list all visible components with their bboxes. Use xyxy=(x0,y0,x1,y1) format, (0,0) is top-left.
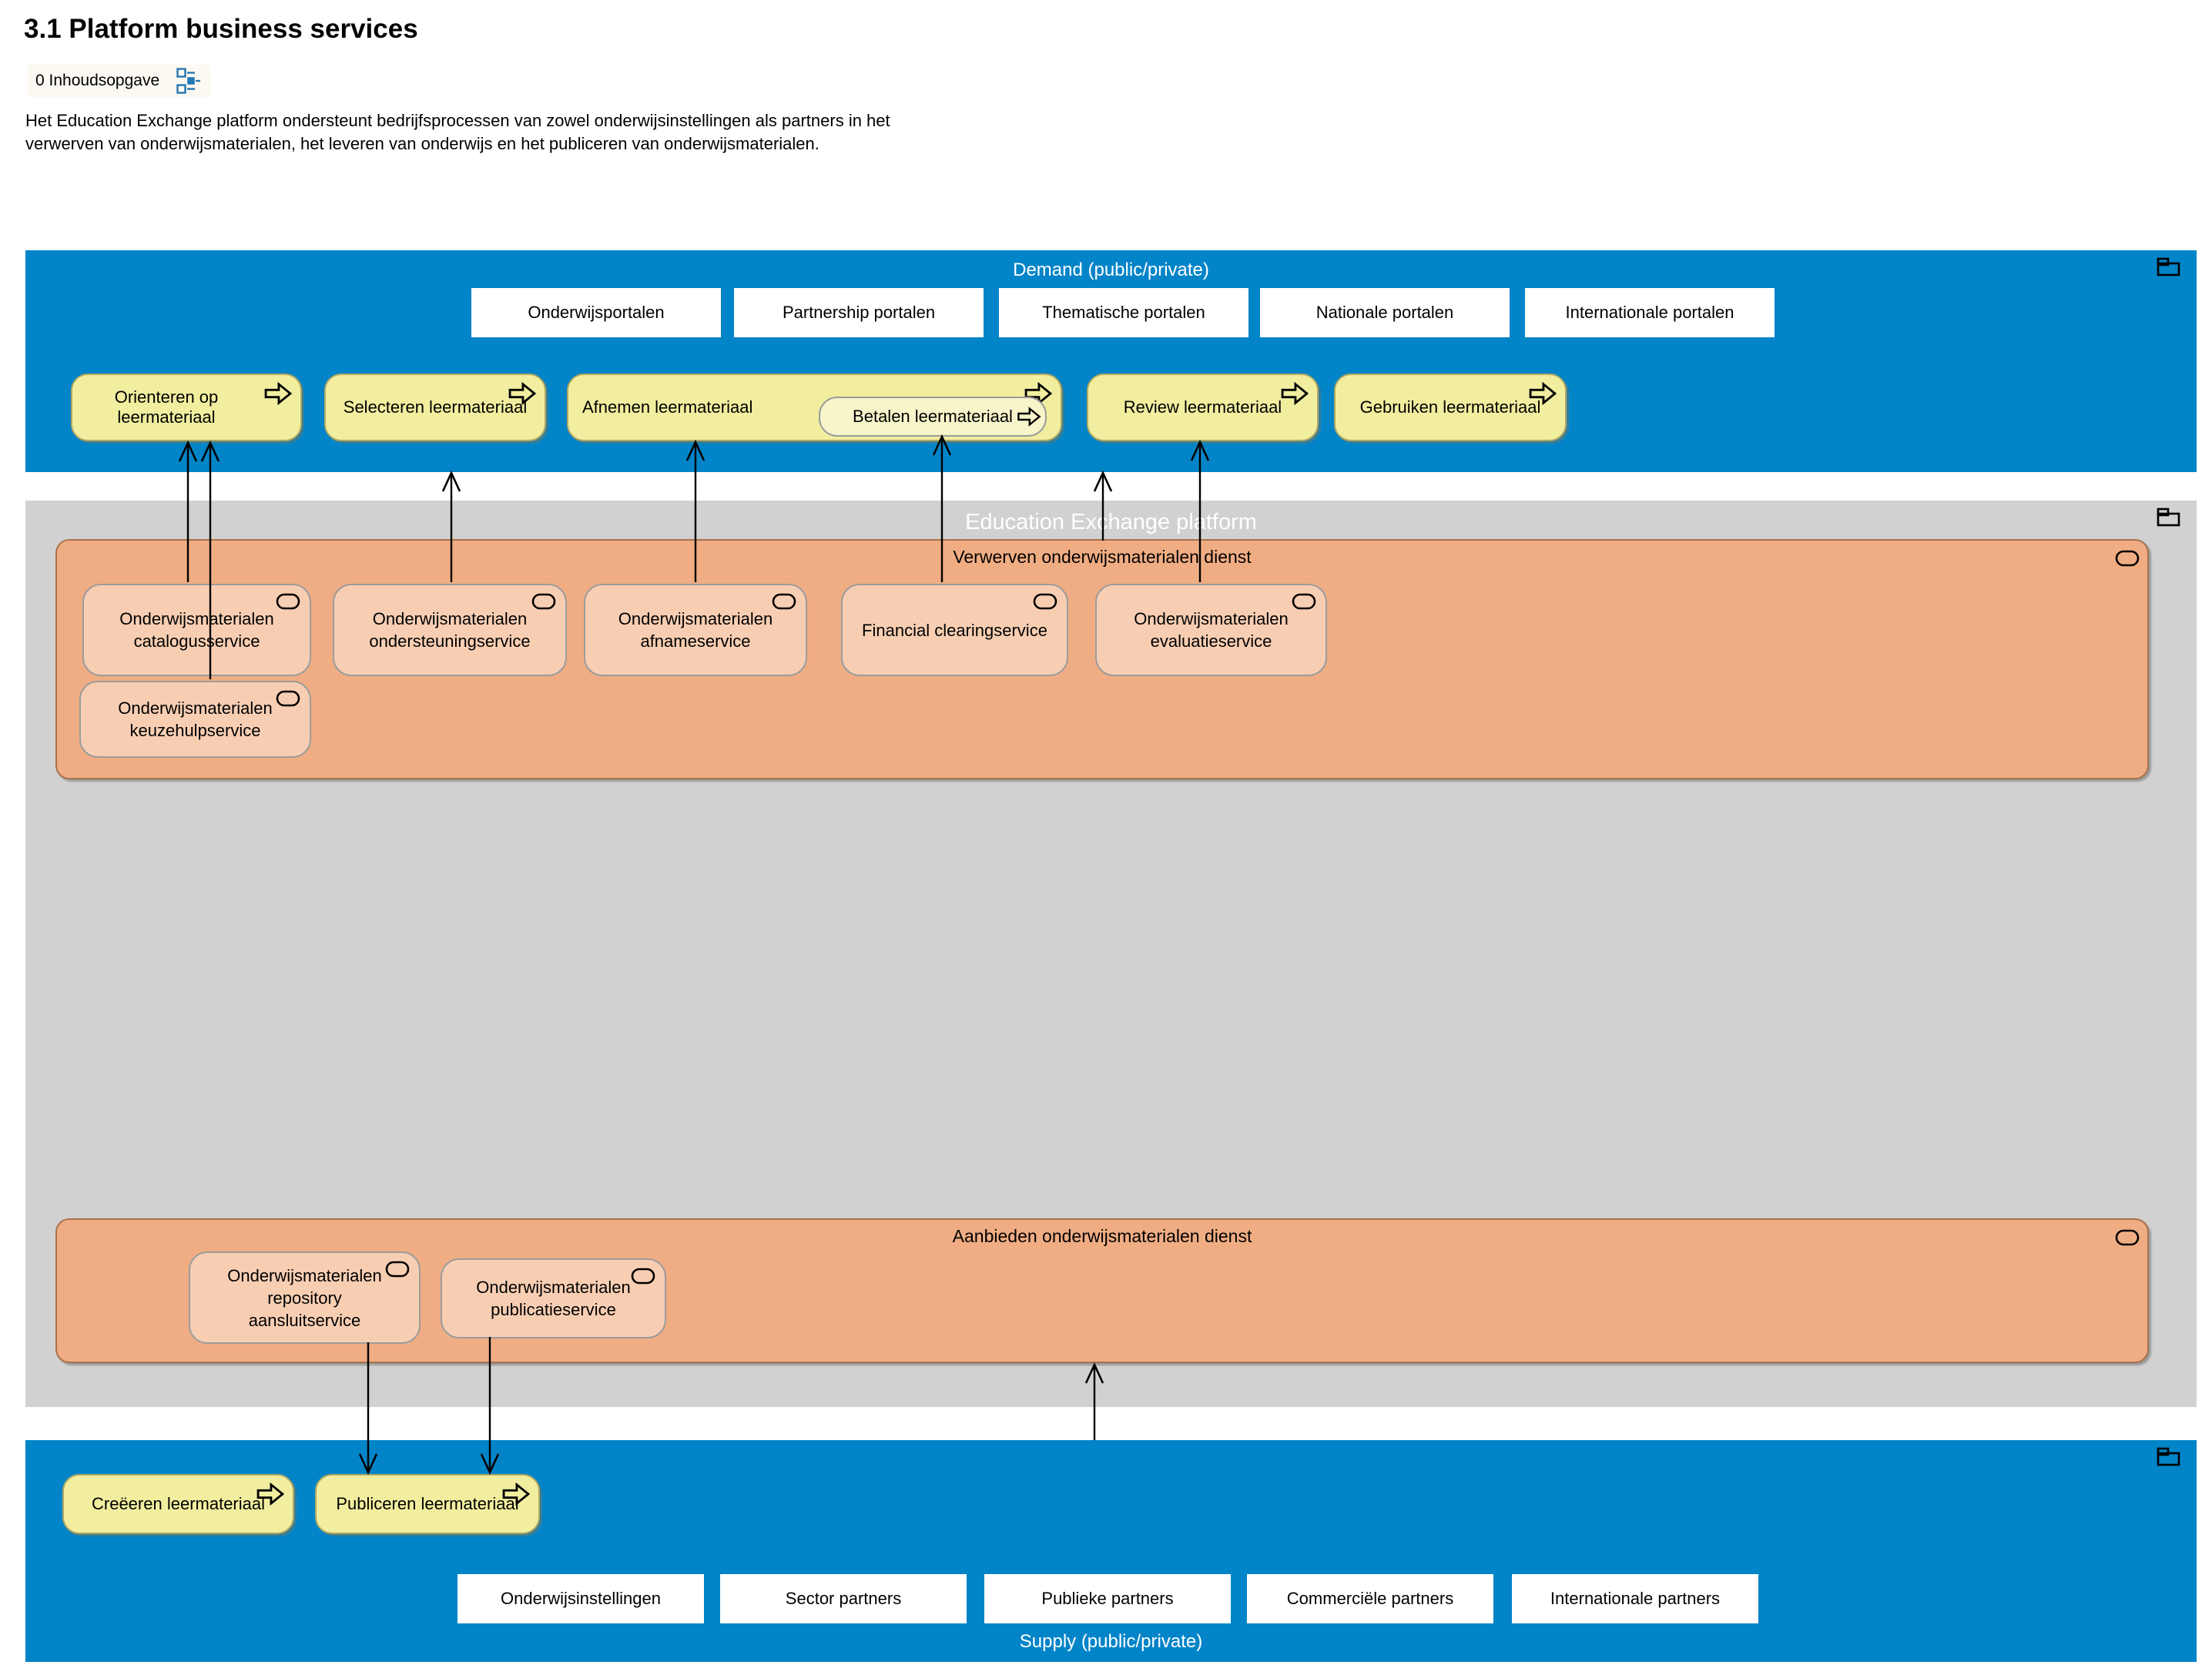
process-arrow-icon xyxy=(1529,382,1557,405)
grouping-folder-icon xyxy=(2157,508,2180,527)
portal-onderwijsportalen[interactable]: Onderwijsportalen xyxy=(471,288,721,337)
service-icon xyxy=(2115,550,2140,567)
toc-row: 0 Inhoudsopgave xyxy=(28,65,211,97)
process-arrow-icon xyxy=(1017,407,1041,427)
partner-publieke-partners[interactable]: Publieke partners xyxy=(984,1574,1231,1623)
partner-onderwijsinstellingen[interactable]: Onderwijsinstellingen xyxy=(457,1574,704,1623)
portal-nationale-portalen[interactable]: Nationale portalen xyxy=(1260,288,1510,337)
service-onderwijsmaterialen-keuzehulpservice[interactable]: Onderwijsmaterialen keuzehulpservice xyxy=(79,681,311,758)
supply-band-title: Supply (public/private) xyxy=(1019,1631,1203,1652)
connector-arrowhead xyxy=(441,470,461,492)
supply-band[interactable]: Creëeren leermateriaal Publiceren leerma… xyxy=(25,1440,2197,1662)
process-arrow-icon xyxy=(256,1482,285,1506)
page-title: 3.1 Platform business services xyxy=(24,14,418,44)
service-onderwijsmaterialen-catalogusservice[interactable]: Onderwijsmaterialen catalogusservice xyxy=(82,584,311,676)
toc-tree-icon[interactable] xyxy=(176,68,203,94)
group-aanbieden-onderwijsmaterialen-dienst[interactable]: Aanbieden onderwijsmaterialen dienst Ond… xyxy=(55,1218,2149,1363)
portal-thematische-portalen[interactable]: Thematische portalen xyxy=(999,288,1248,337)
service-icon xyxy=(276,593,300,610)
portal-internationale-portalen[interactable]: Internationale portalen xyxy=(1525,288,1775,337)
process-arrow-icon xyxy=(502,1482,531,1506)
grouping-folder-icon xyxy=(2157,1447,2180,1466)
process-arrow-icon xyxy=(1281,382,1309,405)
process-review-leermateriaal[interactable]: Review leermateriaal xyxy=(1087,374,1319,441)
aanbieden-group-title: Aanbieden onderwijsmaterialen dienst xyxy=(952,1226,1252,1246)
toc-link[interactable]: 0 Inhoudsopgave xyxy=(35,72,160,89)
service-icon xyxy=(531,593,556,610)
partner-internationale-partners[interactable]: Internationale partners xyxy=(1512,1574,1758,1623)
service-icon xyxy=(1033,593,1057,610)
education-exchange-platform-band[interactable]: Education Exchange platform Verwerven on… xyxy=(25,501,2197,1407)
demand-band[interactable]: Demand (public/private) Onderwijsportale… xyxy=(25,250,2197,472)
process-orienteren-op-leermateriaal[interactable]: Orienteren op leermateriaal xyxy=(71,374,302,441)
process-creeeren-leermateriaal[interactable]: Creëeren leermateriaal xyxy=(62,1474,294,1534)
portal-partnership-portalen[interactable]: Partnership portalen xyxy=(734,288,984,337)
process-selecteren-leermateriaal[interactable]: Selecteren leermateriaal xyxy=(324,374,546,441)
service-financial-clearingservice[interactable]: Financial clearingservice xyxy=(841,584,1068,676)
demand-band-title: Demand (public/private) xyxy=(1013,260,1209,280)
service-icon xyxy=(1292,593,1316,610)
process-betalen-leermateriaal[interactable]: Betalen leermateriaal xyxy=(819,397,1047,437)
service-icon xyxy=(276,690,300,707)
service-onderwijsmaterialen-evaluatieservice[interactable]: Onderwijsmaterialen evaluatieservice xyxy=(1095,584,1327,676)
partner-commerciele-partners[interactable]: Commerciële partners xyxy=(1247,1574,1493,1623)
group-verwerven-onderwijsmaterialen-dienst[interactable]: Verwerven onderwijsmaterialen dienst Ond… xyxy=(55,539,2149,779)
connector-arrowhead xyxy=(1093,470,1113,492)
platform-band-title: Education Exchange platform xyxy=(965,510,1257,534)
service-icon xyxy=(772,593,796,610)
service-onderwijsmaterialen-ondersteuningservice[interactable]: Onderwijsmaterialen ondersteuningservice xyxy=(333,584,567,676)
partner-sector-partners[interactable]: Sector partners xyxy=(720,1574,967,1623)
intro-paragraph: Het Education Exchange platform onderste… xyxy=(25,111,890,153)
process-publiceren-leermateriaal[interactable]: Publiceren leermateriaal xyxy=(315,1474,540,1534)
grouping-folder-icon xyxy=(2157,257,2180,276)
service-icon xyxy=(631,1268,655,1285)
service-icon xyxy=(2115,1229,2140,1246)
process-afnemen-leermateriaal[interactable]: Afnemen leermateriaal Betalen leermateri… xyxy=(567,374,1062,441)
service-onderwijsmaterialen-publicatieservice[interactable]: Onderwijsmaterialen publicatieservice xyxy=(441,1258,666,1338)
process-gebruiken-leermateriaal[interactable]: Gebruiken leermateriaal xyxy=(1334,374,1567,441)
verwerven-group-title: Verwerven onderwijsmaterialen dienst xyxy=(953,547,1252,567)
service-icon xyxy=(385,1261,410,1278)
service-onderwijsmaterialen-repository-aansluitservice[interactable]: Onderwijsmaterialen repository aansluits… xyxy=(189,1251,421,1344)
process-arrow-icon xyxy=(264,382,293,405)
service-onderwijsmaterialen-afnameservice[interactable]: Onderwijsmaterialen afnameservice xyxy=(584,584,807,676)
process-arrow-icon xyxy=(508,382,537,405)
